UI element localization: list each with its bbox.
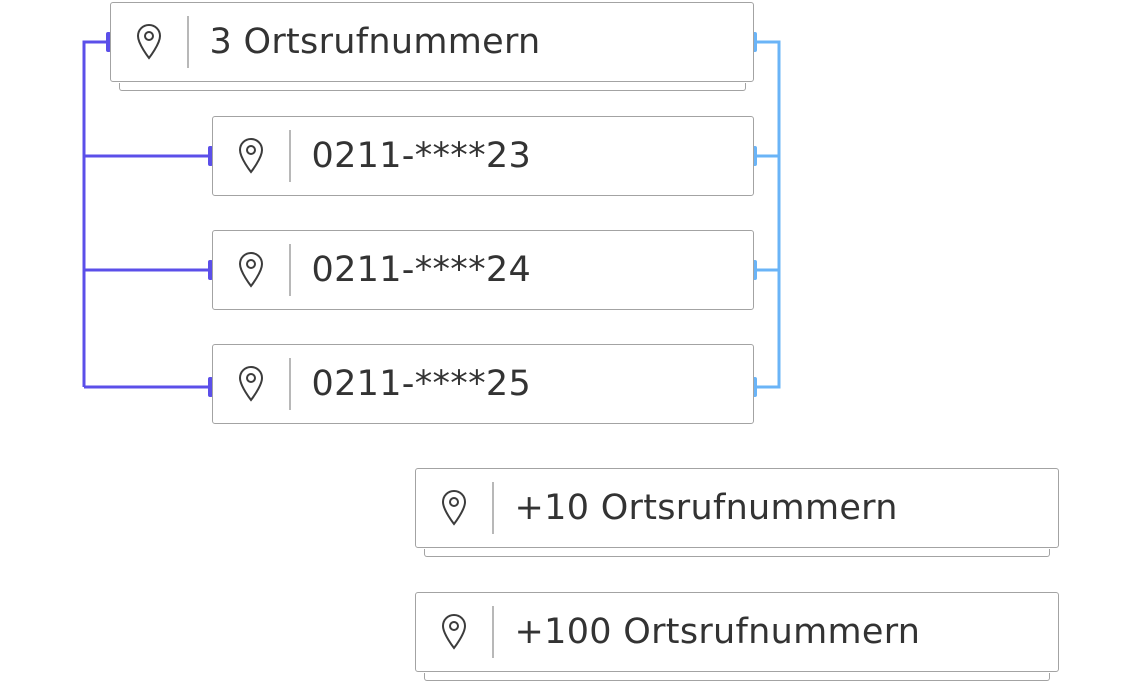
location-pin-icon (213, 231, 289, 309)
number-card[interactable]: 0211-****23 (212, 116, 754, 196)
card-label: 0211-****24 (311, 250, 532, 290)
location-pin-icon (416, 593, 492, 671)
card-divider (289, 358, 291, 410)
number-card[interactable]: 0211-****25 (212, 344, 754, 424)
card-divider (289, 244, 291, 296)
left-bracket (82, 40, 212, 389)
location-pin-icon (416, 469, 492, 547)
card-stack-shadow (119, 83, 746, 91)
right-bracket-caps (752, 32, 757, 397)
number-card-group[interactable]: +100 Ortsrufnummern (415, 592, 1059, 672)
card-stack-shadow (424, 673, 1050, 681)
location-pin-icon (213, 345, 289, 423)
location-pin-icon (213, 117, 289, 195)
card-stack-shadow (424, 549, 1050, 557)
card-divider (492, 606, 494, 658)
card-label: 0211-****23 (311, 136, 532, 176)
number-card-group[interactable]: 3 Ortsrufnummern (110, 2, 754, 82)
card-divider (289, 130, 291, 182)
right-bracket (754, 40, 781, 389)
number-card-group[interactable]: +10 Ortsrufnummern (415, 468, 1059, 548)
card-divider (187, 16, 189, 68)
card-divider (492, 482, 494, 534)
card-label: 0211-****25 (311, 364, 532, 404)
card-label: +10 Ortsrufnummern (514, 488, 898, 528)
card-label: 3 Ortsrufnummern (209, 22, 541, 62)
location-pin-icon (111, 3, 187, 81)
card-label: +100 Ortsrufnummern (514, 612, 921, 652)
number-card[interactable]: 0211-****24 (212, 230, 754, 310)
